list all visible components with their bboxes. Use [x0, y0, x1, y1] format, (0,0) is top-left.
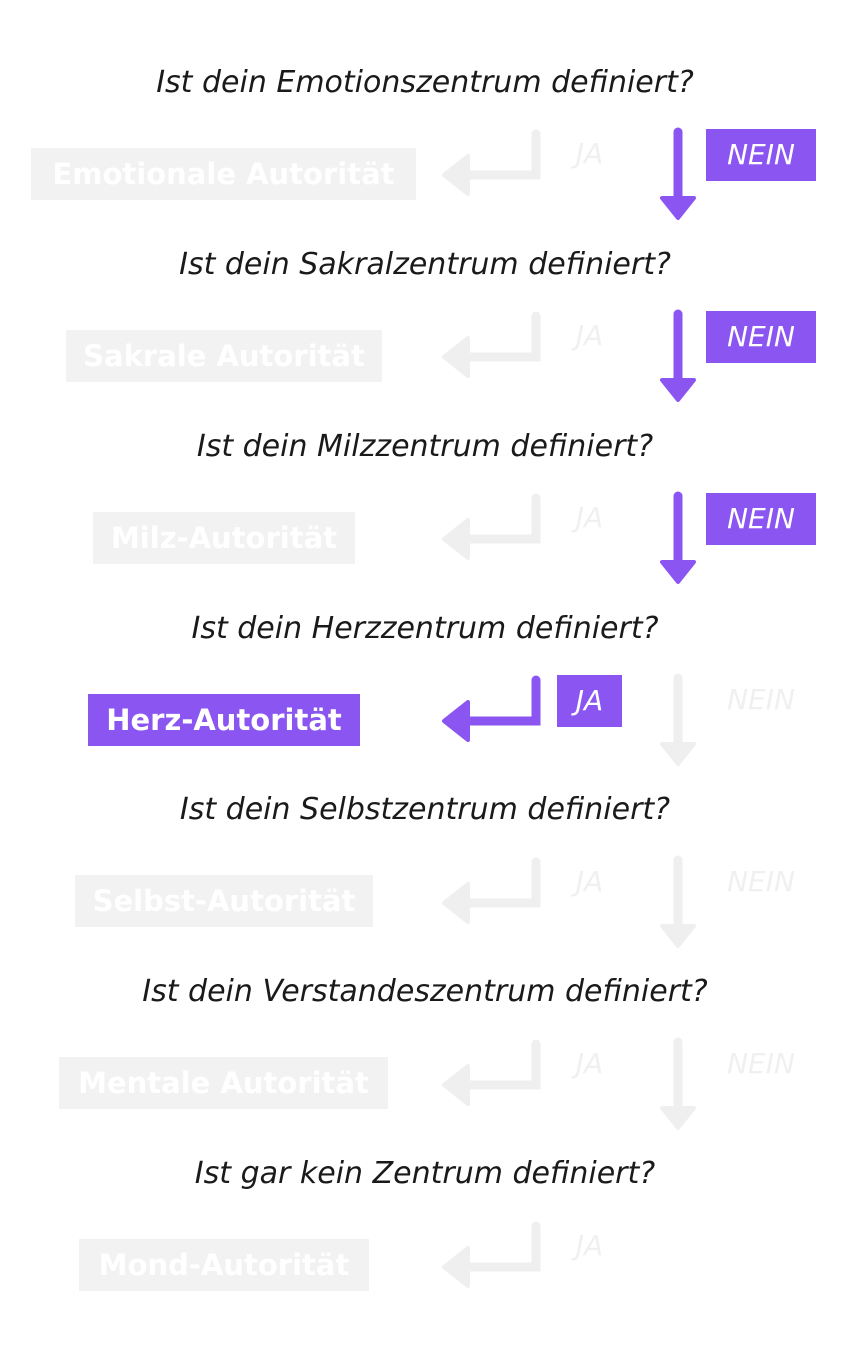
question-heart-center: Ist dein Herzzentrum definiert? [191, 611, 659, 646]
yes-label: JA [557, 675, 622, 727]
yes-label: JA [575, 1047, 604, 1080]
yes-arrow-icon [442, 493, 541, 560]
yes-arrow-icon [442, 857, 541, 924]
no-label: NEIN [727, 1047, 795, 1080]
yes-label: JA [575, 319, 604, 352]
yes-arrow-icon [442, 675, 541, 742]
authority-mental: Mentale Autorität [59, 1057, 388, 1109]
no-arrow-icon [660, 1037, 696, 1130]
yes-label: JA [575, 137, 604, 170]
authority-self: Selbst-Autorität [75, 875, 373, 927]
question-mind-center: Ist dein Verstandeszentrum definiert? [142, 974, 708, 1009]
yes-arrow-icon [442, 1039, 541, 1106]
no-arrow-icon [660, 127, 696, 220]
question-self-center: Ist dein Selbstzentrum definiert? [179, 792, 671, 827]
no-label: NEIN [706, 311, 816, 363]
no-label: NEIN [727, 865, 795, 898]
authority-spleen: Milz-Autorität [93, 512, 355, 564]
question-sacral-center: Ist dein Sakralzentrum definiert? [179, 247, 671, 282]
no-label: NEIN [727, 683, 795, 716]
question-spleen-center: Ist dein Milzzentrum definiert? [196, 429, 654, 464]
no-arrow-icon [660, 309, 696, 402]
authority-heart: Herz-Autorität [88, 694, 360, 746]
yes-label: JA [575, 1229, 604, 1262]
no-label: NEIN [706, 493, 816, 545]
yes-label: JA [575, 501, 604, 534]
authority-emotional: Emotionale Autorität [31, 148, 416, 200]
no-label: NEIN [706, 129, 816, 181]
yes-label: JA [575, 865, 604, 898]
yes-arrow-icon [442, 129, 541, 196]
question-no-center: Ist gar kein Zentrum definiert? [194, 1156, 656, 1191]
no-arrow-icon [660, 673, 696, 766]
question-emotional-center: Ist dein Emotionszentrum definiert? [156, 65, 694, 100]
authority-moon: Mond-Autorität [79, 1239, 369, 1291]
yes-arrow-icon [442, 311, 541, 378]
no-arrow-icon [660, 491, 696, 584]
no-arrow-icon [660, 855, 696, 948]
yes-arrow-icon [442, 1221, 541, 1288]
authority-sacral: Sakrale Autorität [66, 330, 382, 382]
